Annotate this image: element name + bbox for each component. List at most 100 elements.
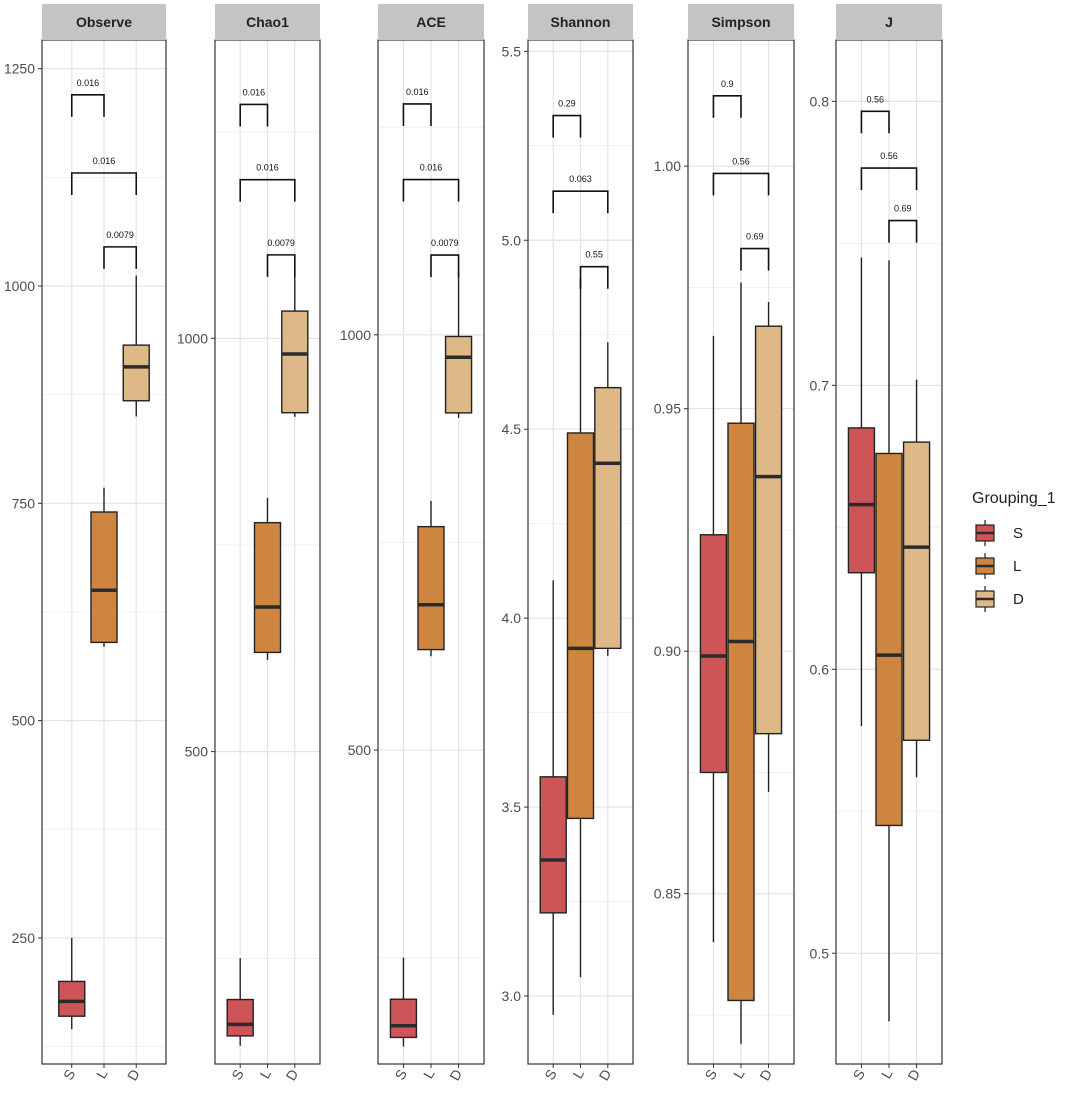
y-tick-label: 500	[348, 742, 372, 758]
x-tick-label: S	[392, 1067, 411, 1083]
x-tick-label: S	[702, 1067, 721, 1083]
facet-strip	[836, 4, 942, 40]
box-S	[699, 534, 728, 774]
y-tick-label: 500	[185, 744, 209, 760]
significance-bracket	[239, 178, 296, 202]
significance-bracket	[239, 103, 269, 127]
significance-bracket	[579, 265, 609, 289]
y-tick-label: 0.5	[810, 945, 830, 961]
x-tick-label: D	[756, 1067, 775, 1084]
x-tick-label: D	[904, 1067, 923, 1084]
p-value-label: 0.56	[880, 151, 898, 161]
box-D	[754, 325, 783, 735]
box-L	[253, 521, 282, 654]
p-value-label: 0.016	[93, 156, 116, 166]
x-tick-label: L	[730, 1066, 748, 1081]
box-S	[847, 427, 876, 574]
facet-strip	[688, 4, 794, 40]
significance-bracket	[70, 93, 105, 117]
y-tick-label: 4.0	[502, 610, 522, 626]
p-value-label: 0.0079	[267, 238, 295, 248]
facet-strip	[378, 4, 484, 40]
x-tick-label: S	[60, 1067, 79, 1083]
significance-bracket	[712, 172, 770, 196]
y-tick-label: 1000	[340, 327, 371, 343]
y-tick-label: 3.0	[502, 988, 522, 1004]
facet-strip	[42, 4, 166, 40]
p-value-label: 0.016	[406, 87, 429, 97]
x-tick-label: L	[256, 1066, 274, 1081]
significance-bracket	[552, 114, 582, 138]
y-tick-label: 0.95	[654, 401, 681, 417]
p-value-label: 0.016	[77, 78, 100, 88]
significance-bracket	[103, 246, 138, 269]
facet-title: Observe	[76, 14, 132, 30]
y-tick-label: 5.0	[502, 232, 522, 248]
significance-bracket	[402, 103, 432, 126]
significance-bracket	[860, 110, 890, 134]
x-tick-label: L	[420, 1066, 438, 1081]
y-tick-label: 750	[12, 495, 36, 511]
box-D	[902, 441, 931, 741]
x-tick-label: S	[541, 1067, 560, 1083]
facet-strip	[528, 4, 633, 40]
p-value-label: 0.9	[721, 79, 734, 89]
legend-title: Grouping_1	[972, 490, 1056, 507]
y-tick-label: 0.90	[654, 643, 681, 659]
p-value-label: 0.55	[585, 250, 603, 260]
x-tick-label: S	[228, 1067, 247, 1083]
significance-bracket	[402, 178, 460, 202]
p-value-label: 0.016	[420, 163, 443, 173]
y-tick-label: 5.5	[502, 43, 522, 59]
box-S	[539, 776, 567, 914]
facet-title: Simpson	[711, 14, 770, 30]
p-value-label: 0.0079	[106, 230, 134, 240]
box-L	[90, 511, 118, 644]
p-value-label: 0.56	[866, 94, 884, 104]
significance-bracket	[712, 94, 742, 118]
p-value-label: 0.29	[558, 99, 576, 109]
significance-bracket	[266, 254, 296, 277]
x-tick-label: L	[878, 1066, 896, 1081]
box-D	[594, 386, 622, 650]
box-S	[58, 980, 86, 1017]
y-tick-label: 1250	[4, 61, 35, 77]
significance-bracket	[860, 167, 918, 191]
box-S	[226, 998, 254, 1037]
x-tick-label: L	[93, 1066, 111, 1081]
x-tick-label: D	[124, 1067, 143, 1084]
y-tick-label: 1000	[4, 278, 35, 294]
facet-title: ACE	[416, 14, 446, 30]
box-D	[122, 344, 150, 402]
y-tick-label: 4.5	[502, 421, 522, 437]
significance-bracket	[552, 190, 609, 214]
significance-bracket	[740, 247, 770, 271]
p-value-label: 0.016	[243, 87, 266, 97]
box-L	[417, 525, 445, 651]
y-tick-label: 0.6	[810, 661, 830, 677]
legend-label: L	[1013, 558, 1021, 575]
facet-title: Chao1	[246, 14, 289, 30]
box-D	[281, 310, 309, 414]
p-value-label: 0.0079	[431, 238, 459, 248]
p-value-label: 0.69	[746, 232, 764, 242]
significance-bracket	[70, 172, 138, 195]
y-tick-label: 500	[12, 713, 36, 729]
box-L	[566, 432, 595, 820]
y-tick-label: 1000	[177, 330, 208, 346]
legend-label: S	[1013, 525, 1023, 542]
x-tick-label: D	[282, 1067, 301, 1084]
p-value-label: 0.56	[732, 156, 750, 166]
box-S	[389, 998, 418, 1039]
p-value-label: 0.063	[569, 174, 592, 184]
significance-bracket	[430, 254, 460, 278]
facet-title: Shannon	[551, 14, 611, 30]
